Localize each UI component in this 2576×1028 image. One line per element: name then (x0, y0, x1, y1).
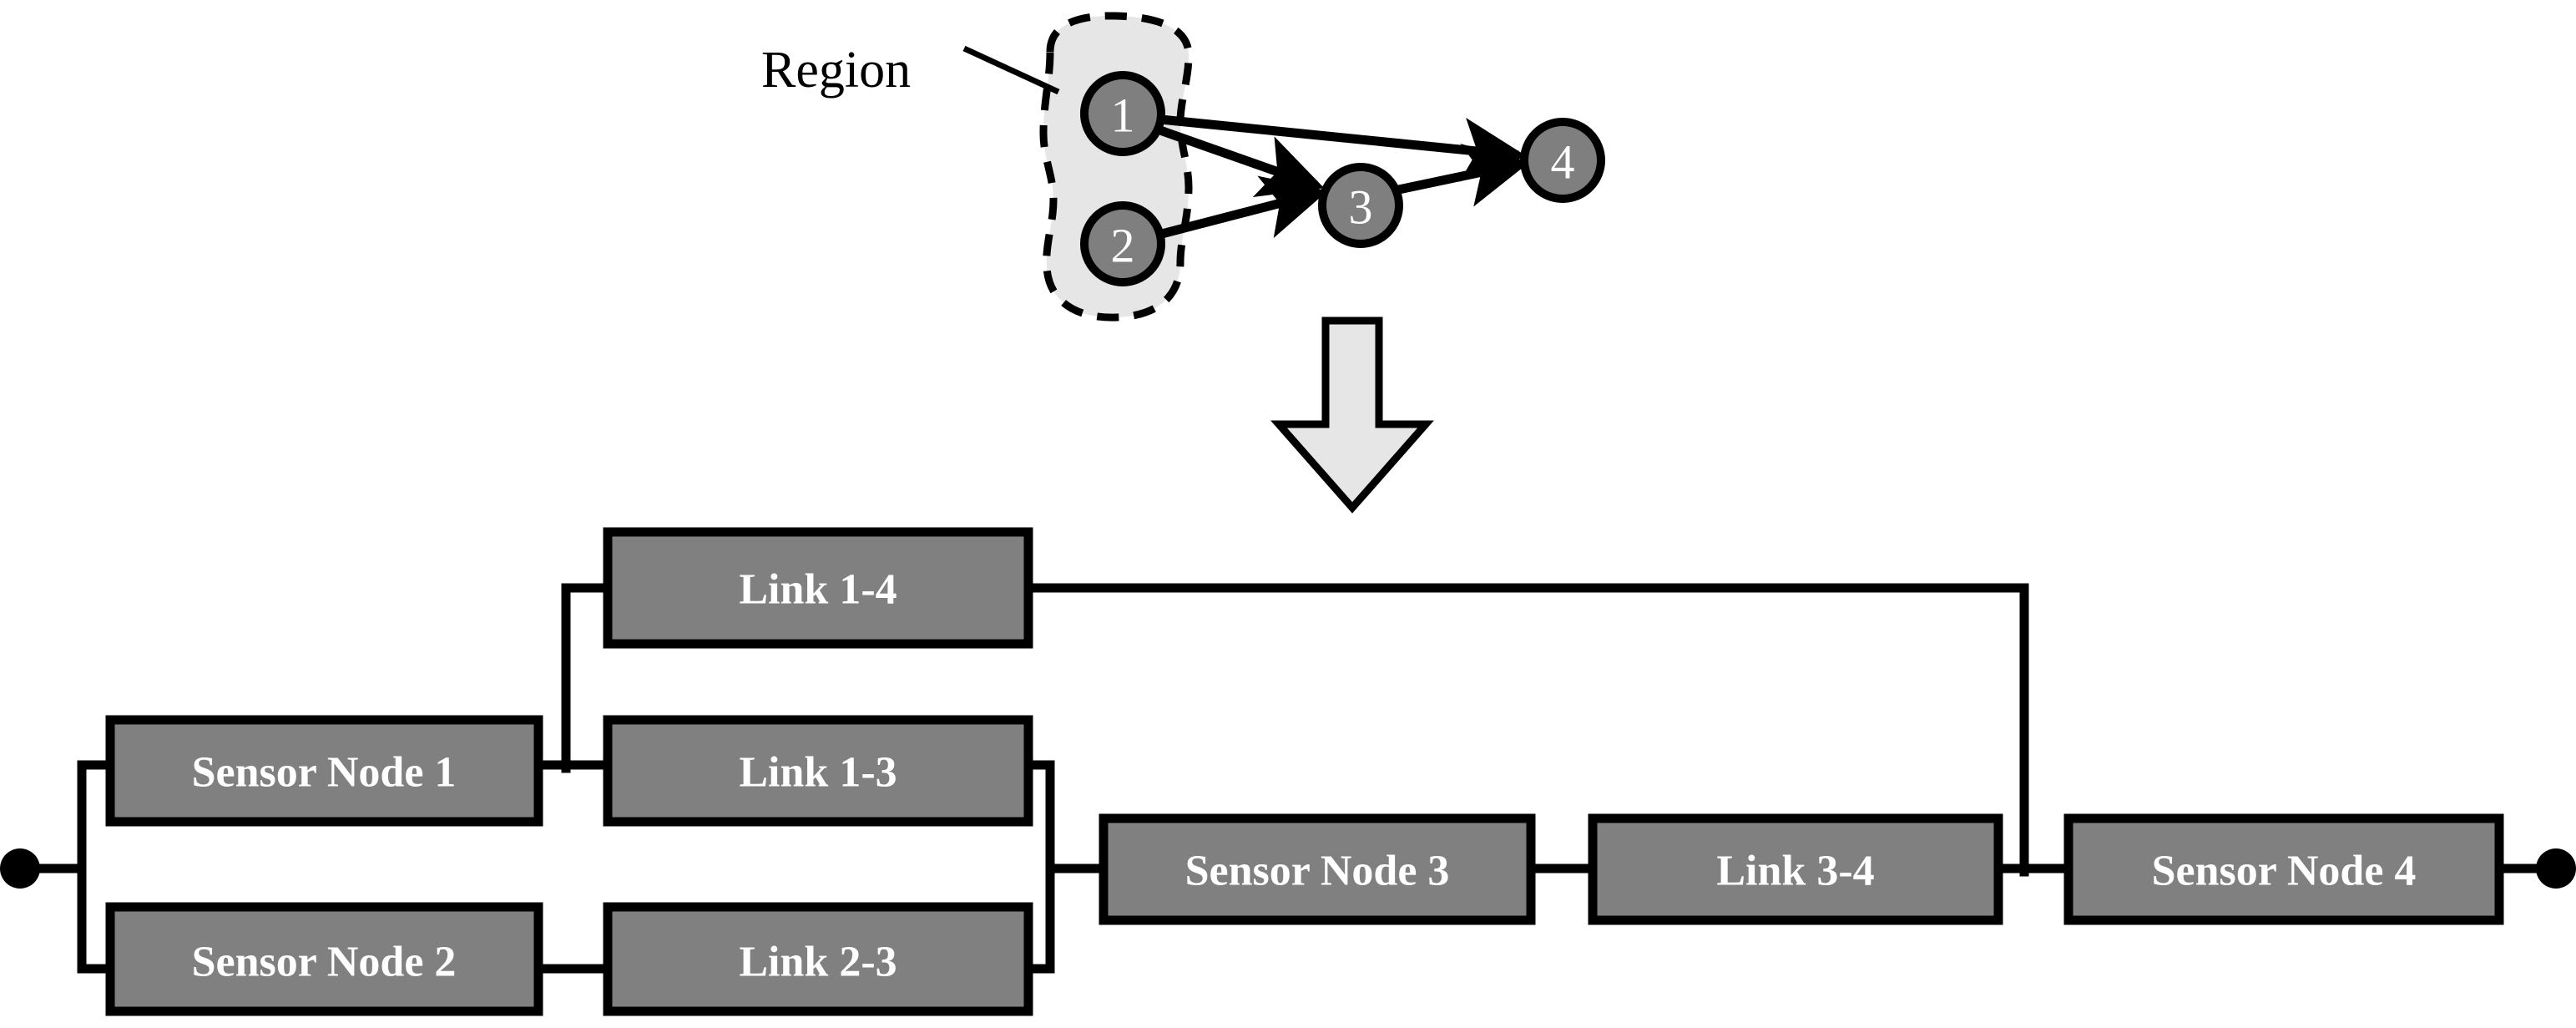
graph-node-2-label: 2 (1111, 219, 1135, 273)
rbd-block-link-1-4-label: Link 1-4 (739, 566, 897, 614)
edge-3-to-4 (1393, 144, 1530, 207)
graph-node-4-label: 4 (1551, 135, 1575, 190)
rbd-block-link-1-3[interactable]: Link 1-3 (603, 715, 1033, 827)
graph-edges (1156, 114, 1530, 240)
graph-node-3[interactable]: 3 (1318, 163, 1403, 248)
rbd-block-link-3-4[interactable]: Link 3-4 (1588, 813, 2003, 925)
rbd-block-sensor-node-3[interactable]: Sensor Node 3 (1099, 813, 1536, 925)
region-label: Region (761, 42, 911, 99)
graph-node-1-label: 1 (1111, 89, 1135, 143)
edge-1-to-4 (1159, 114, 1527, 182)
rbd-block-link-2-3[interactable]: Link 2-3 (603, 902, 1033, 1016)
rbd-block-link-2-3-label: Link 2-3 (739, 939, 897, 986)
output-terminal (2536, 848, 2576, 889)
rbd-block-sensor-node-3-label: Sensor Node 3 (1185, 848, 1450, 895)
graph-node-1[interactable]: 1 (1080, 71, 1165, 156)
rbd-block-link-1-3-label: Link 1-3 (739, 749, 897, 797)
graph-node-3-label: 3 (1349, 180, 1373, 235)
rbd-block-sensor-node-4-label: Sensor Node 4 (2152, 848, 2417, 895)
rbd-block-sensor-node-2-label: Sensor Node 2 (192, 939, 457, 986)
rbd-block-link-1-4[interactable]: Link 1-4 (603, 527, 1033, 649)
edge-2-to-3 (1157, 175, 1328, 240)
input-terminal (0, 848, 40, 889)
rbd-block-sensor-node-1[interactable]: Sensor Node 1 (105, 715, 543, 827)
rbd-block-sensor-node-4[interactable]: Sensor Node 4 (2063, 813, 2504, 925)
block-arrow-down-icon (1270, 317, 1434, 514)
graph-node-2[interactable]: 2 (1080, 201, 1165, 286)
graph-node-4[interactable]: 4 (1520, 118, 1605, 203)
rbd-block-sensor-node-1-label: Sensor Node 1 (192, 749, 457, 797)
rbd-wiring (25, 583, 2553, 974)
region-leader-line (962, 45, 1060, 95)
rbd-block-sensor-node-2[interactable]: Sensor Node 2 (105, 902, 543, 1016)
rbd-block-link-3-4-label: Link 3-4 (1716, 848, 1874, 895)
